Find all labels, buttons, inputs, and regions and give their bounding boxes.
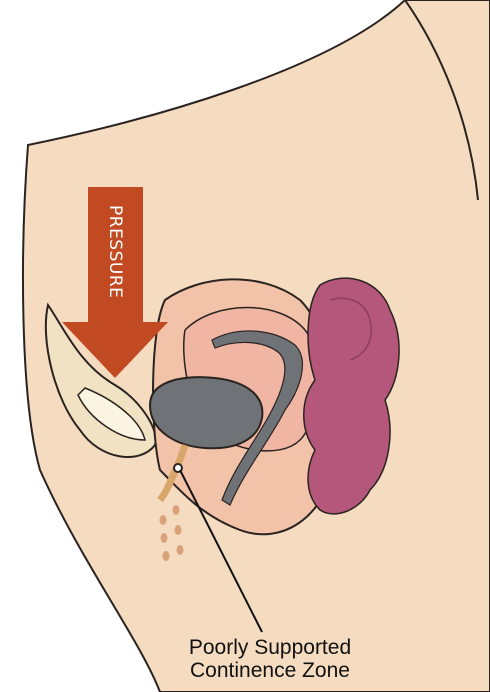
callout-line-2: Continence Zone (130, 659, 410, 682)
callout-caption: Poorly Supported Continence Zone (130, 636, 410, 682)
callout-line-1: Poorly Supported (130, 636, 410, 659)
pressure-label: PRESSURE (93, 205, 137, 345)
